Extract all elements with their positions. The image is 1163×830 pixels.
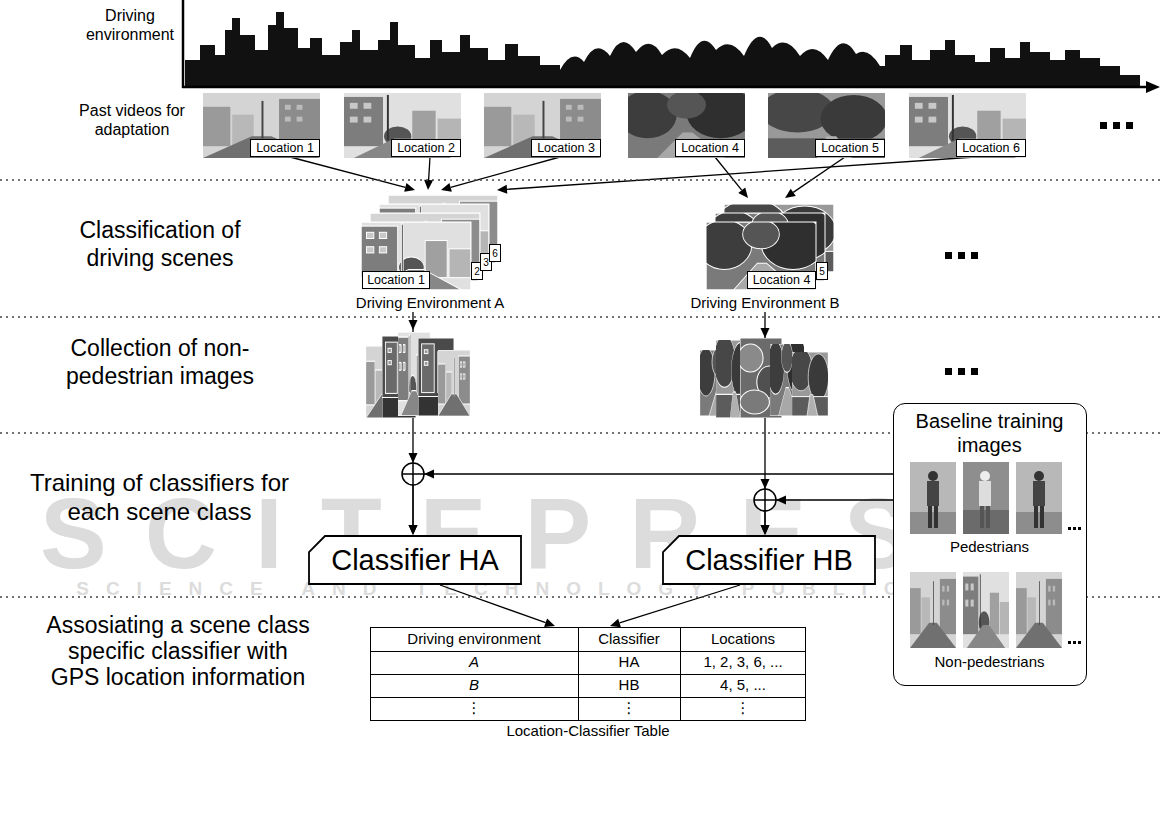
location-label: Location 6	[962, 141, 1020, 155]
connector-arrow	[440, 585, 555, 627]
arrowhead	[738, 187, 748, 198]
connector-line	[440, 585, 546, 623]
connector-arrow	[610, 585, 740, 627]
node-text: Baseline training images	[894, 409, 1085, 457]
row-label: Training of classifiers for each scene c…	[27, 468, 292, 526]
arrowhead	[404, 183, 415, 192]
location-label: Location 1	[256, 141, 314, 155]
table-cell: Locations	[680, 628, 806, 650]
node-text: Non-pedestrians	[894, 653, 1085, 671]
connector-line	[507, 157, 975, 189]
location-label: Location 5	[821, 141, 879, 155]
row-label: Assosiating a scene class specific class…	[44, 612, 312, 690]
table-cell: A	[370, 651, 578, 673]
table-grid	[370, 627, 806, 721]
table-cell: HA	[578, 651, 680, 673]
arrowhead	[409, 525, 418, 535]
location-tag: Location 4	[675, 139, 745, 157]
connector-line	[451, 157, 560, 187]
table-cell: ⋮	[680, 697, 806, 719]
table-cell: B	[370, 674, 578, 696]
arrowhead	[761, 525, 770, 535]
connector-line	[765, 500, 893, 525]
past-video-frames	[203, 87, 1026, 158]
scene-stack-frames	[361, 195, 836, 290]
location-label: 5	[819, 266, 825, 277]
arrowhead	[785, 189, 796, 198]
table-cell: Driving environment	[370, 628, 578, 650]
location-label: Location 4	[681, 141, 739, 155]
connector-arrow	[409, 474, 894, 535]
classifier-box: Classifier HB	[662, 535, 876, 585]
connector-arrow	[761, 500, 894, 535]
arrowhead	[441, 183, 452, 192]
baseline-training-box: Baseline training imagesPedestriansNon-p…	[893, 403, 1087, 686]
classifier-name: Classifier HA	[331, 544, 499, 577]
location-label: 2	[474, 266, 480, 277]
flow-arrowheads	[409, 320, 787, 505]
connector-arrow	[785, 157, 845, 198]
connector-arrow	[715, 157, 748, 198]
table-cell: HB	[578, 674, 680, 696]
driving-environment-skyline	[182, 0, 1160, 93]
location-label: Location 3	[537, 141, 595, 155]
row-label: Past videos for adaptation	[77, 101, 187, 139]
connector-line	[715, 157, 742, 190]
classifier-box: Classifier HA	[308, 535, 522, 585]
location-label: Location 1	[367, 273, 425, 287]
location-number-tag: 6	[489, 244, 501, 262]
table-cell: 4, 5, ...	[680, 674, 806, 696]
arrowhead	[424, 180, 433, 190]
non-pedestrian-crops	[366, 332, 829, 418]
node-text: Driving Environment B	[680, 294, 850, 312]
table-cell: Classifier	[578, 628, 680, 650]
scene-class-stack: Driving Environment B Location 4 5	[680, 198, 850, 312]
location-tag: Location 1	[250, 139, 320, 157]
connector-arrow	[424, 157, 433, 190]
node-text: Driving Environment A	[340, 294, 520, 312]
arrowhead	[544, 618, 555, 626]
location-label: 3	[483, 257, 489, 268]
sum-symbol	[402, 463, 776, 511]
location-tag: Location 5	[815, 139, 885, 157]
ellipsis-dots	[945, 122, 1133, 375]
classifier-name: Classifier HB	[685, 544, 853, 577]
location-label: Location 4	[753, 273, 811, 287]
arrowhead	[610, 619, 621, 628]
table-cell: ⋮	[370, 697, 578, 719]
table-cell: 1, 2, 3, 6, ...	[680, 651, 806, 673]
arrowhead	[409, 525, 418, 535]
connector-line	[429, 157, 430, 180]
node-text: Location-Classifier Table	[370, 722, 806, 740]
row-label: Driving environment	[60, 6, 200, 44]
connector-line	[413, 474, 893, 525]
location-number-tag: 5	[816, 262, 828, 280]
connector-line	[290, 157, 405, 187]
connector-line	[620, 585, 740, 623]
node-text: Pedestrians	[894, 538, 1085, 556]
location-tag: Location 6	[956, 139, 1026, 157]
row-label: Collection of non-pedestrian images	[35, 334, 285, 390]
connector-line	[793, 157, 845, 192]
location-label: Location 2	[397, 141, 455, 155]
row-label: Classification of driving scenes	[50, 216, 270, 272]
table-cell: ⋮	[578, 697, 680, 719]
location-label: 6	[492, 248, 498, 259]
scene-class-stack: Driving Environment A Location 1 236	[340, 190, 520, 312]
location-tag: Location 4	[747, 271, 816, 289]
location-tag: Location 2	[391, 139, 461, 157]
location-tag: Location 3	[531, 139, 601, 157]
connector-arrow	[497, 157, 975, 194]
location-tag: Location 1	[362, 271, 430, 289]
arrowhead	[497, 185, 507, 194]
arrowhead	[761, 525, 770, 535]
connector-arrow	[290, 157, 415, 192]
